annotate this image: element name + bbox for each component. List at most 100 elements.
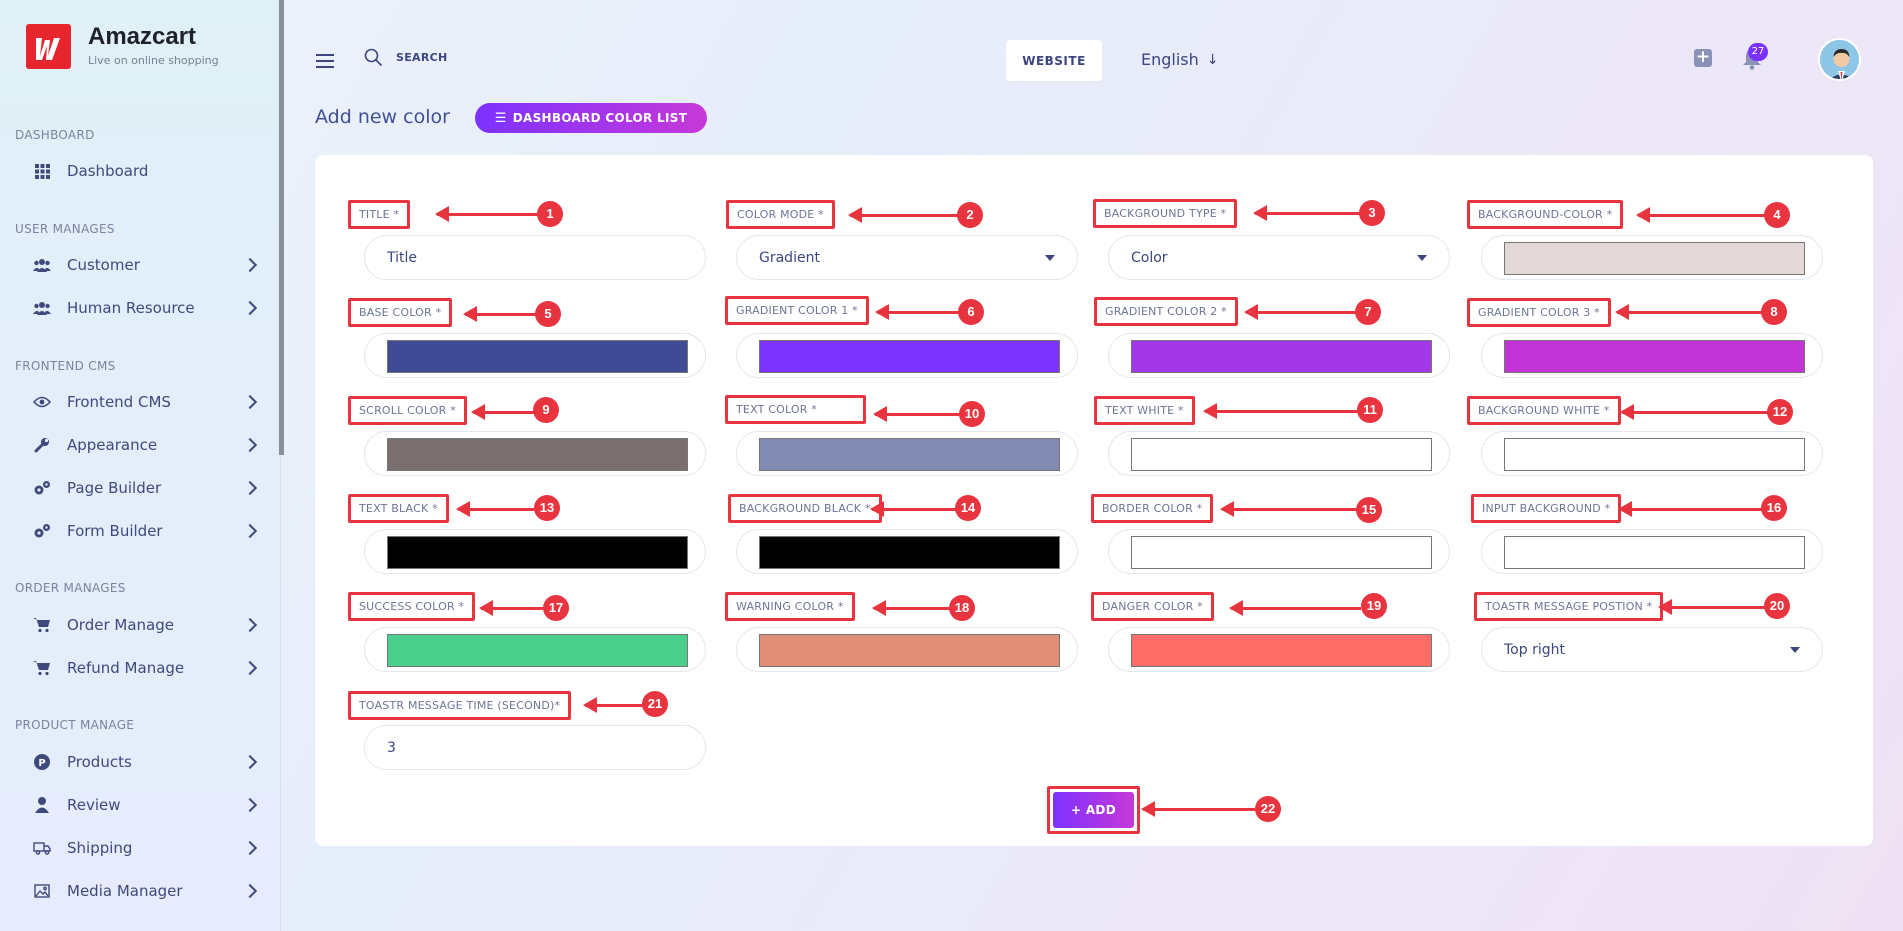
sidebar-item-review[interactable]: Review bbox=[33, 791, 263, 819]
list-button-label: DASHBOARD COLOR LIST bbox=[512, 111, 688, 125]
hamburger-icon bbox=[316, 54, 334, 56]
cart-icon bbox=[33, 659, 51, 677]
add-button[interactable]: + ADD bbox=[1053, 792, 1134, 828]
sidebar-item-refund-manage[interactable]: Refund Manage bbox=[33, 654, 263, 682]
plus-square-icon[interactable]: + bbox=[1694, 47, 1712, 67]
callout-number: 22 bbox=[1255, 796, 1281, 822]
callout-number: 4 bbox=[1764, 202, 1790, 228]
text-white-picker[interactable] bbox=[1131, 438, 1432, 471]
sidebar-item-label: Form Builder bbox=[67, 522, 163, 540]
chevron-right-icon bbox=[242, 883, 258, 899]
sidebar-item-products[interactable]: P Products bbox=[33, 748, 263, 776]
danger-color-field bbox=[1108, 627, 1450, 672]
callout-arrow bbox=[873, 406, 970, 422]
callout-arrow bbox=[1636, 207, 1765, 223]
base-color-picker[interactable] bbox=[387, 340, 688, 373]
callout-arrow bbox=[479, 600, 543, 616]
gradient-color-1-picker[interactable] bbox=[759, 340, 1060, 373]
section-order-manages: ORDER MANAGES bbox=[15, 581, 126, 595]
avatar[interactable] bbox=[1818, 38, 1861, 81]
brand[interactable]: Amazcart Live on online shopping bbox=[26, 24, 219, 69]
callout-number: 12 bbox=[1767, 399, 1793, 425]
background-white-picker[interactable] bbox=[1504, 438, 1805, 471]
callout-number: 8 bbox=[1761, 299, 1787, 325]
callout-arrow bbox=[583, 697, 647, 713]
sidebar-item-dashboard[interactable]: Dashboard bbox=[33, 157, 263, 185]
section-frontend-cms: FRONTEND CMS bbox=[15, 359, 116, 373]
success-color-field bbox=[364, 627, 706, 672]
language-select[interactable]: English ↓ bbox=[1141, 50, 1219, 69]
gradient-color-2-picker[interactable] bbox=[1131, 340, 1432, 373]
color-mode-select[interactable]: Gradient bbox=[736, 235, 1078, 280]
sidebar-item-form-builder[interactable]: Form Builder bbox=[33, 517, 263, 545]
user-icon bbox=[33, 796, 51, 814]
gradient-color-3-picker[interactable] bbox=[1504, 340, 1805, 373]
sidebar-item-media-manager[interactable]: Media Manager bbox=[33, 877, 263, 905]
website-button[interactable]: WEBSITE bbox=[1006, 40, 1102, 81]
background-type-label: BACKGROUND TYPE * bbox=[1093, 199, 1238, 228]
input-background-picker[interactable] bbox=[1504, 536, 1805, 569]
sidebar-item-frontend-cms[interactable]: Frontend CMS bbox=[33, 388, 263, 416]
callout-number: 2 bbox=[957, 202, 983, 228]
callout-number: 18 bbox=[949, 595, 975, 621]
background-type-select[interactable]: Color bbox=[1108, 235, 1450, 280]
scroll-color-label: SCROLL COLOR * bbox=[348, 396, 467, 425]
search-input[interactable] bbox=[396, 46, 596, 68]
sidebar-item-shipping[interactable]: Shipping bbox=[33, 834, 263, 862]
truck-icon bbox=[33, 839, 51, 857]
scroll-color-picker[interactable] bbox=[387, 438, 688, 471]
sidebar-item-human-resource[interactable]: Human Resource bbox=[33, 294, 263, 322]
sidebar-item-order-manage[interactable]: Order Manage bbox=[33, 611, 263, 639]
border-color-field bbox=[1108, 529, 1450, 574]
warning-color-picker[interactable] bbox=[759, 634, 1060, 667]
callout-number: 11 bbox=[1357, 397, 1383, 423]
chevron-right-icon bbox=[242, 300, 258, 316]
sidebar-item-label: Customer bbox=[67, 256, 140, 274]
callout-number: 13 bbox=[534, 495, 560, 521]
grid-icon bbox=[33, 162, 51, 180]
notification-badge: 27 bbox=[1748, 43, 1768, 61]
sidebar-item-customer[interactable]: Customer bbox=[33, 251, 263, 279]
dashboard-color-list-button[interactable]: ☰ DASHBOARD COLOR LIST bbox=[475, 103, 707, 133]
text-black-picker[interactable] bbox=[387, 536, 688, 569]
sidebar-scrollbar[interactable] bbox=[279, 0, 284, 455]
sidebar-item-label: Media Manager bbox=[67, 882, 183, 900]
toastr-position-label: TOASTR MESSAGE POSTION * bbox=[1474, 592, 1664, 621]
sidebar-item-label: Page Builder bbox=[67, 479, 162, 497]
chevron-right-icon bbox=[242, 523, 258, 539]
arrow-down-icon: ↓ bbox=[1206, 51, 1219, 68]
section-dashboard: DASHBOARD bbox=[15, 128, 95, 142]
add-button-highlight: + ADD bbox=[1047, 786, 1140, 834]
title-input[interactable] bbox=[364, 235, 706, 280]
list-icon: ☰ bbox=[494, 110, 507, 126]
eye-icon bbox=[33, 393, 51, 411]
callout-arrow bbox=[1203, 403, 1365, 419]
language-label: English bbox=[1141, 50, 1199, 69]
callout-arrow bbox=[1253, 205, 1371, 221]
success-color-picker[interactable] bbox=[387, 634, 688, 667]
svg-text:P: P bbox=[38, 758, 45, 769]
sidebar-item-label: Shipping bbox=[67, 839, 133, 857]
brand-name: Amazcart bbox=[88, 23, 197, 50]
caret-down-icon bbox=[1790, 647, 1800, 653]
background-black-picker[interactable] bbox=[759, 536, 1060, 569]
callout-arrow bbox=[1220, 501, 1363, 517]
danger-color-picker[interactable] bbox=[1131, 634, 1432, 667]
caret-down-icon bbox=[1417, 255, 1427, 261]
background-color-picker[interactable] bbox=[1504, 242, 1805, 275]
callout-arrow bbox=[1244, 304, 1365, 320]
text-color-picker[interactable] bbox=[759, 438, 1060, 471]
sidebar-item-page-builder[interactable]: Page Builder bbox=[33, 474, 263, 502]
sidebar-item-appearance[interactable]: Appearance bbox=[33, 431, 263, 459]
background-color-label: BACKGROUND-COLOR * bbox=[1467, 200, 1624, 229]
toastr-time-input[interactable] bbox=[364, 725, 706, 770]
background-white-label: BACKGROUND WHITE * bbox=[1467, 396, 1621, 425]
toastr-position-select[interactable]: Top right bbox=[1481, 627, 1823, 672]
search-icon[interactable] bbox=[364, 48, 382, 66]
menu-toggle-button[interactable] bbox=[316, 54, 334, 68]
callout-number: 3 bbox=[1359, 200, 1385, 226]
background-black-label: BACKGROUND BLACK * bbox=[728, 494, 882, 523]
color-mode-label: COLOR MODE * bbox=[726, 200, 835, 229]
border-color-picker[interactable] bbox=[1131, 536, 1432, 569]
base-color-field bbox=[364, 333, 706, 378]
